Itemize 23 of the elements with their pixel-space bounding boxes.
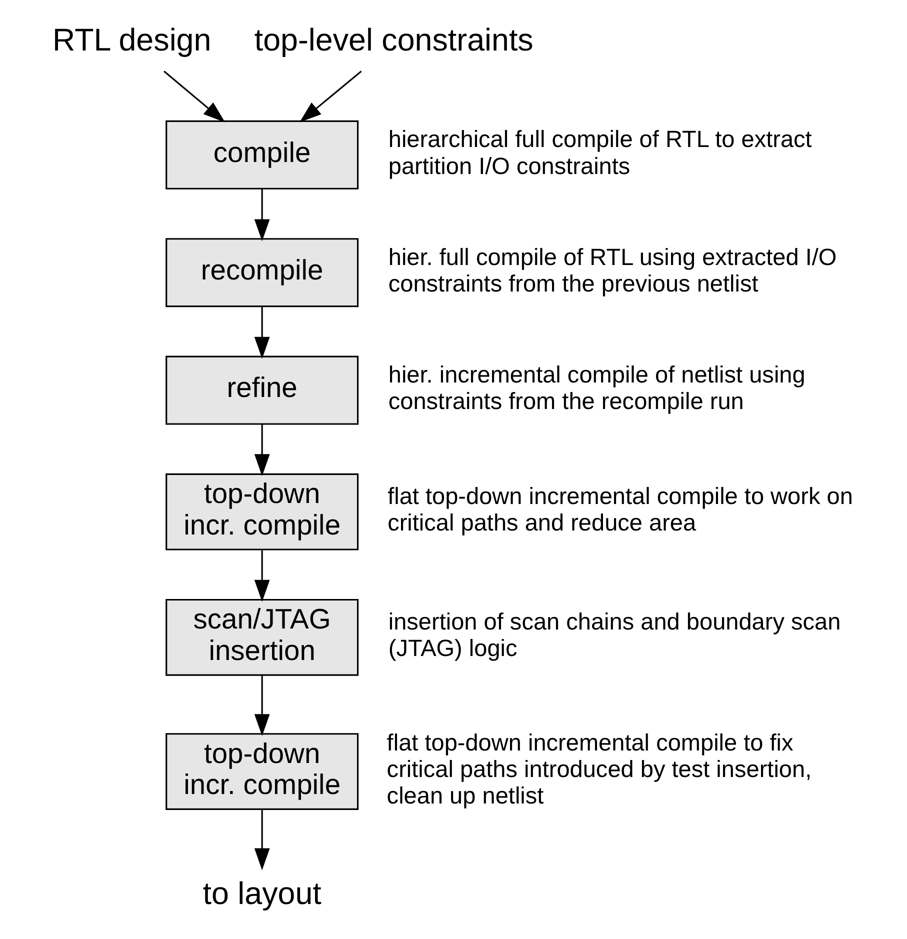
node-box: compile xyxy=(166,120,359,190)
node-label: flat top-down incremental compile to work on critical paths and reduce area xyxy=(388,483,853,536)
node-text: RTL design xyxy=(52,22,212,58)
arrow xyxy=(254,306,270,359)
node-label: insertion of scan chains and boundary scan (JTAG) logic xyxy=(388,608,841,662)
node-label: flat top-down incremental compile to fix critical paths introduced by test insertion, clean up netlist xyxy=(386,729,812,809)
node-text: top-level constraints xyxy=(254,22,534,58)
node-box: top-down incr. compile xyxy=(166,733,359,810)
node-box: scan/JTAG insertion xyxy=(166,598,359,676)
node-box: top-down incr. compile xyxy=(166,473,359,550)
node-box: recompile xyxy=(166,238,359,308)
node-label: hierarchical full compile of RTL to extract partition I/O constraints xyxy=(388,126,812,179)
arrow xyxy=(254,424,270,476)
arrow xyxy=(254,189,270,242)
arrow xyxy=(164,70,226,122)
node-text: to layout xyxy=(202,876,322,912)
arrow xyxy=(299,70,362,122)
arrow xyxy=(254,810,270,870)
node-label: hier. full compile of RTL using extracted I/O constraints from the previous netlist xyxy=(388,244,837,296)
arrow xyxy=(254,675,270,736)
arrow xyxy=(254,550,270,602)
node-label: hier. incremental compile of netlist using constraints from the recompile run xyxy=(388,361,806,414)
node-box: refine xyxy=(166,356,359,425)
